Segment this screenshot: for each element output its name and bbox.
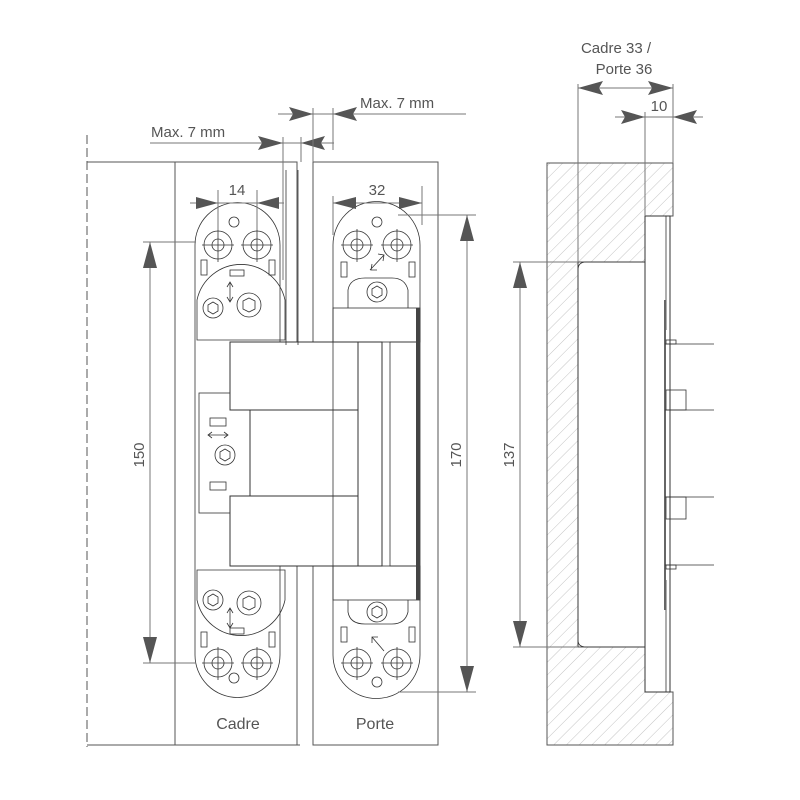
horizontal-adjust-icon <box>207 431 229 439</box>
dimension-depth: Cadre 33 / Porte 36 <box>577 40 674 262</box>
hex-screw <box>236 292 262 318</box>
pin-hole <box>228 216 240 228</box>
vertical-adjust-icon <box>226 607 234 629</box>
hex-screw <box>202 297 224 319</box>
frame-height-label: 150 <box>131 442 148 467</box>
offset-label: 10 <box>651 98 668 115</box>
door-label: Porte <box>356 716 394 733</box>
dimension-offset: 10 <box>615 98 703 216</box>
hex-screw <box>366 601 388 623</box>
door-width-label: 32 <box>369 182 386 199</box>
depth-label-line2: Porte 36 <box>596 61 653 78</box>
max-gap-right-label: Max. 7 mm <box>360 95 434 112</box>
hinge-body <box>229 170 419 567</box>
front-view: 14 32 Max. 7 mm Max. 7 mm <box>86 95 476 747</box>
depth-adjust-icon <box>369 253 385 271</box>
pocket-height-label: 137 <box>501 442 518 467</box>
vertical-adjust-icon <box>226 281 234 303</box>
max-gap-left-label: Max. 7 mm <box>151 124 225 141</box>
dimension-door-width: 32 <box>332 182 423 235</box>
depth-label-line1: Cadre 33 / <box>581 40 652 57</box>
dimension-max-gap-left: Max. 7 mm <box>150 124 334 280</box>
dimension-frame-width: 14 <box>190 182 284 230</box>
hex-screw <box>366 281 388 303</box>
dimension-max-gap-right: Max. 7 mm <box>278 95 466 162</box>
frame-label: Cadre <box>216 716 260 733</box>
dimension-door-height: 170 <box>398 214 476 693</box>
dimension-pocket-height: 137 <box>501 261 578 648</box>
depth-adjust-icon <box>371 636 385 652</box>
dimension-frame-height: 150 <box>131 241 196 664</box>
door-height-label: 170 <box>448 442 465 467</box>
section-view: Cadre 33 / Porte 36 10 137 <box>501 40 714 746</box>
frame-plate <box>194 202 286 698</box>
frame-width-label: 14 <box>229 182 246 199</box>
door-edge-strip <box>416 308 420 600</box>
hex-screw <box>214 444 236 466</box>
